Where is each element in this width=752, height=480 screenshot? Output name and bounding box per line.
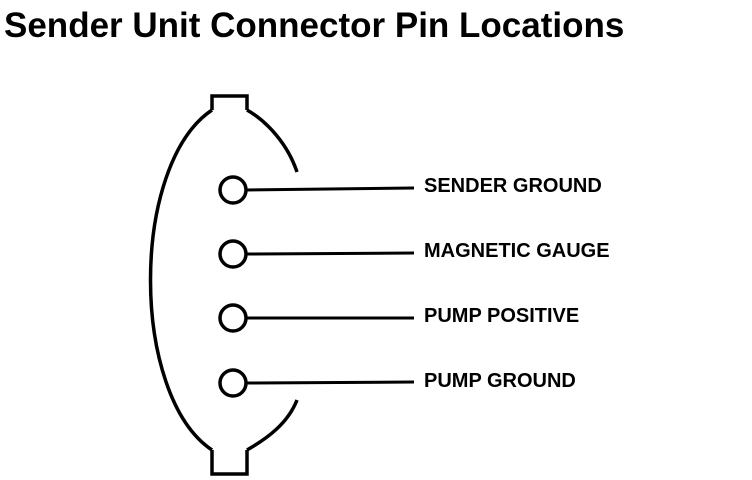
pin-circle <box>218 175 248 205</box>
pin-circle <box>218 368 248 398</box>
pin-group-2: MAGNETIC GAUGE <box>218 239 610 269</box>
pin-circle <box>218 239 248 269</box>
connector-outline-left <box>148 108 213 452</box>
pin-group-1: SENDER GROUND <box>218 175 602 205</box>
pin-leader-line <box>245 186 415 192</box>
pin-label: PUMP POSITIVE <box>424 305 579 327</box>
pin-circle <box>218 303 248 333</box>
diagram-title: Sender Unit Connector Pin Locations <box>4 6 625 45</box>
bottom-key-tab <box>210 450 249 476</box>
pin-leader-line <box>245 251 415 256</box>
pin-group-3: PUMP POSITIVE <box>218 303 579 333</box>
connector-outline-right-lower <box>246 399 299 452</box>
connector-outline-right-upper <box>246 108 299 173</box>
pin-label: MAGNETIC GAUGE <box>424 240 610 262</box>
pin-group-4: PUMP GROUND <box>218 368 576 398</box>
pin-label: PUMP GROUND <box>424 370 576 392</box>
pin-label: SENDER GROUND <box>424 175 602 197</box>
connector-body <box>148 94 299 476</box>
top-key-tab <box>210 94 249 110</box>
pin-leader-line <box>245 380 415 385</box>
